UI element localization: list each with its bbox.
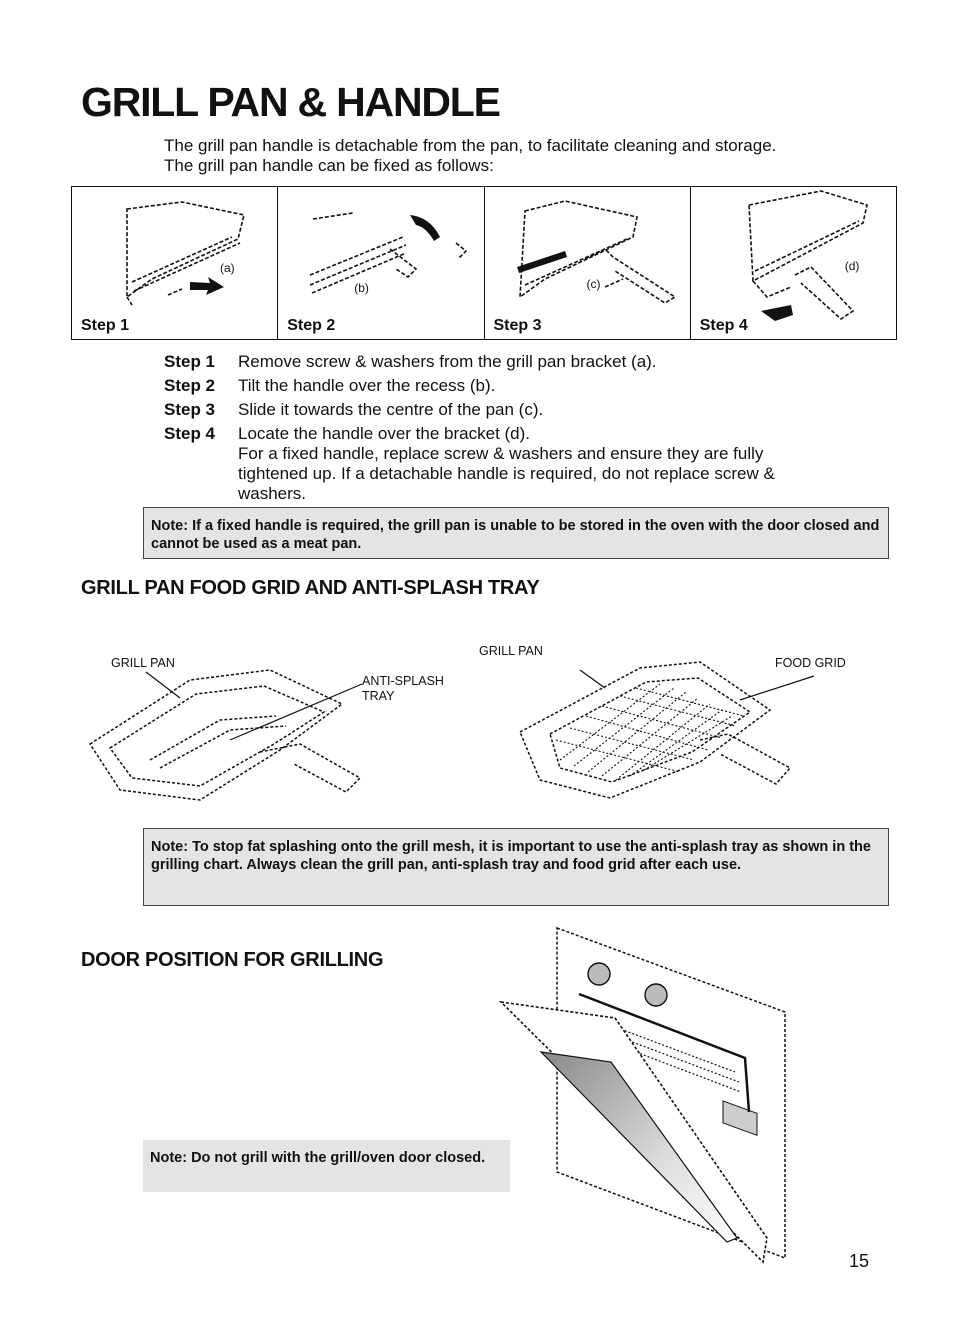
step-text-4: Locate the handle over the bracket (d). … bbox=[238, 424, 838, 504]
label-anti-splash-line1: ANTI-SPLASH bbox=[362, 674, 444, 688]
step-panel-1: (a) Step 1 bbox=[72, 187, 279, 339]
label-grill-pan-left: GRILL PAN bbox=[111, 656, 175, 670]
page-number: 15 bbox=[849, 1251, 870, 1271]
control-knob-right-icon bbox=[644, 983, 668, 1007]
step-row-1: Step 1 Remove screw & washers from the g… bbox=[164, 352, 838, 372]
note-anti-splash: Note: To stop fat splashing onto the gri… bbox=[143, 828, 889, 906]
step-key-2: Step 2 bbox=[164, 376, 216, 395]
step-text-4-main: Locate the handle over the bracket (d). bbox=[238, 424, 531, 443]
step-panel-4: (d) Step 4 bbox=[691, 187, 896, 339]
step-3-illustration bbox=[516, 200, 677, 304]
step-1-label: Step 1 bbox=[81, 317, 130, 334]
step-4-label: Step 4 bbox=[699, 317, 748, 334]
step-3-callout: (c) bbox=[586, 277, 601, 291]
label-food-grid: FOOD GRID bbox=[775, 656, 846, 670]
step-list: Step 1 Remove screw & washers from the g… bbox=[164, 352, 838, 508]
step-text-1: Remove screw & washers from the grill pa… bbox=[238, 352, 657, 371]
door-glass bbox=[539, 1051, 738, 1243]
step-text-2: Tilt the handle over the recess (b). bbox=[238, 376, 496, 395]
step-text-3: Slide it towards the centre of the pan (… bbox=[238, 400, 544, 419]
note-door: Note: Do not grill with the grill/oven d… bbox=[143, 1140, 510, 1192]
grill-pan-diagrams bbox=[88, 661, 815, 801]
steps-illustration-strip: (a) Step 1 (b) Step 2 bbox=[71, 186, 897, 340]
step-row-4: Step 4 Locate the handle over the bracke… bbox=[164, 424, 838, 504]
control-knob-left-icon bbox=[587, 962, 611, 986]
page-title: GRILL PAN & HANDLE bbox=[81, 79, 501, 125]
section-heading-food-grid: GRILL PAN FOOD GRID AND ANTI-SPLASH TRAY bbox=[81, 577, 540, 599]
step-panel-2: (b) Step 2 bbox=[278, 187, 485, 339]
step-2-callout: (b) bbox=[354, 281, 369, 295]
step-2-label: Step 2 bbox=[287, 317, 336, 334]
intro-line-2: The grill pan handle can be fixed as fol… bbox=[164, 156, 494, 175]
display-panel bbox=[722, 1100, 758, 1137]
step-key-3: Step 3 bbox=[164, 400, 216, 419]
section-heading-door-position: DOOR POSITION FOR GRILLING bbox=[81, 949, 384, 971]
step-2-illustration bbox=[309, 212, 468, 294]
step-row-3: Step 3 Slide it towards the centre of th… bbox=[164, 400, 838, 420]
step-key-4: Step 4 bbox=[164, 424, 216, 443]
step-panel-3: (c) Step 3 bbox=[485, 187, 691, 339]
step-4-callout: (d) bbox=[844, 259, 860, 273]
step-1-illustration bbox=[126, 201, 245, 306]
intro-line-1: The grill pan handle is detachable from … bbox=[164, 136, 777, 155]
step-4-illustration bbox=[747, 190, 868, 321]
step-1-callout: (a) bbox=[220, 261, 235, 275]
step-text-4-extra: For a fixed handle, replace screw & wash… bbox=[238, 444, 775, 503]
step-row-2: Step 2 Tilt the handle over the recess (… bbox=[164, 376, 838, 396]
label-anti-splash-line2: TRAY bbox=[362, 689, 395, 703]
note-fixed-handle: Note: If a fixed handle is required, the… bbox=[143, 507, 889, 559]
oven-door-illustration bbox=[498, 926, 786, 1264]
step-key-1: Step 1 bbox=[164, 352, 216, 371]
intro-text: The grill pan handle is detachable from … bbox=[164, 136, 776, 176]
step-3-label: Step 3 bbox=[493, 317, 542, 334]
label-grill-pan-right: GRILL PAN bbox=[479, 644, 543, 658]
